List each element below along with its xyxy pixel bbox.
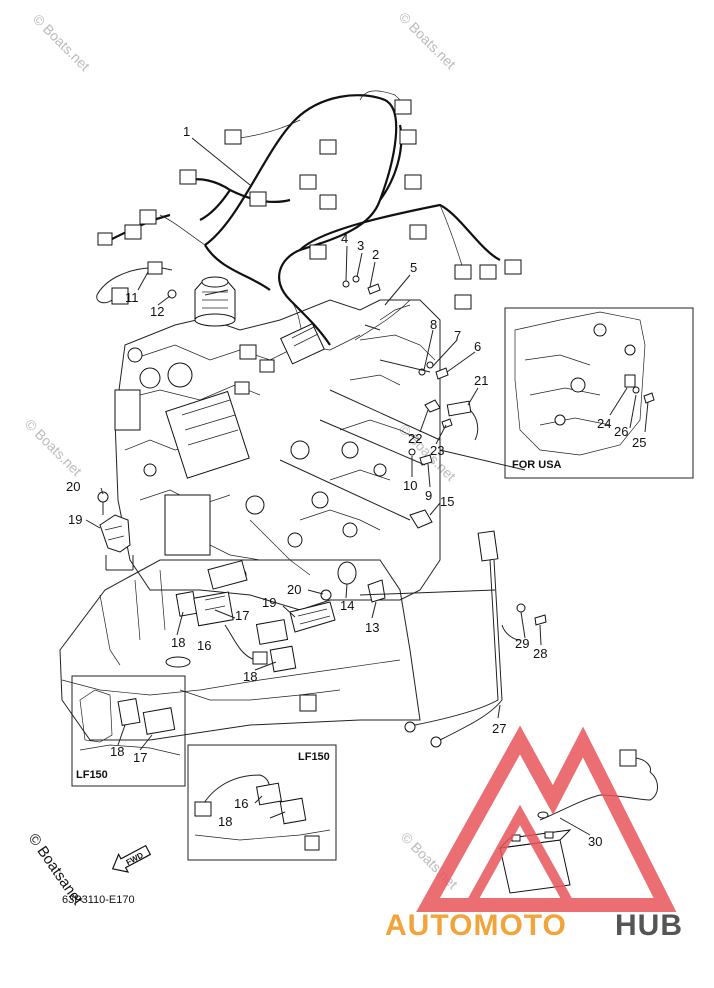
- callout-18b: 18: [243, 669, 257, 684]
- wire-harness-1: [97, 90, 522, 395]
- callout-1: 1: [183, 124, 190, 139]
- callout-27: 27: [492, 721, 506, 736]
- parts-13-14-19-20: [289, 561, 386, 633]
- bracket-19-left: [97, 491, 131, 553]
- callout-4: 4: [341, 231, 348, 246]
- callout-18c: 18: [110, 744, 124, 759]
- callout-5: 5: [410, 260, 417, 275]
- callout-6: 6: [474, 339, 481, 354]
- brand-left: AUTOMOTO: [385, 909, 567, 942]
- callout-25: 25: [632, 435, 646, 450]
- callout-10: 10: [403, 478, 417, 493]
- sensor-11: [96, 261, 173, 305]
- fwd-arrow-icon: FWD: [111, 844, 152, 873]
- copyright-vertical: © Boatsanet: [25, 831, 87, 909]
- sensor-21: [424, 399, 479, 441]
- brand-right: HUB: [615, 909, 683, 942]
- inset-for-usa: FOR USA: [504, 307, 694, 479]
- watermark-top-right: © Boats.net: [396, 9, 459, 72]
- callout-19b: 19: [262, 595, 276, 610]
- callout-23: 23: [430, 443, 444, 458]
- callout-19a: 19: [68, 512, 82, 527]
- sensor-15: [408, 448, 433, 529]
- callout-18a: 18: [171, 635, 185, 650]
- callout-13: 13: [365, 620, 379, 635]
- engine-block: [59, 276, 441, 741]
- callout-14: 14: [340, 598, 354, 613]
- callout-3: 3: [357, 238, 364, 253]
- callout-30: 30: [588, 834, 602, 849]
- callout-26: 26: [614, 424, 628, 439]
- for-usa-label: FOR USA: [512, 459, 562, 471]
- leader-lines: [85, 137, 542, 719]
- lf150-label-b: LF150: [298, 751, 330, 763]
- callout-7: 7: [454, 328, 461, 343]
- watermark-mid-left: © Boats.net: [22, 416, 85, 479]
- inset-lf150-b: LF150: [187, 744, 337, 861]
- bolts-right-top: [342, 275, 449, 380]
- watermark-top-left: © Boats.net: [30, 11, 93, 74]
- callout-20b: 20: [287, 582, 301, 597]
- battery-cable-27: [404, 530, 547, 748]
- callout-29: 29: [515, 636, 529, 651]
- lf150-label-a: LF150: [76, 769, 108, 781]
- callout-20a: 20: [66, 479, 80, 494]
- switch-group-center: [165, 591, 297, 673]
- callout-18d: 18: [218, 814, 232, 829]
- callout-2: 2: [372, 247, 379, 262]
- callout-16b: 16: [234, 796, 248, 811]
- callout-24: 24: [597, 416, 611, 431]
- callout-12: 12: [150, 304, 164, 319]
- callout-21: 21: [474, 373, 488, 388]
- callout-15: 15: [440, 494, 454, 509]
- callout-9: 9: [425, 488, 432, 503]
- callout-8: 8: [430, 317, 437, 332]
- callout-11: 11: [125, 290, 139, 305]
- callout-numbers: 1 2 3 4 5 6 7 8 9 10 11 12 13 14 15 16 1…: [66, 124, 646, 849]
- callout-22: 22: [408, 431, 422, 446]
- callout-17b: 17: [133, 750, 147, 765]
- callout-28: 28: [533, 646, 547, 661]
- callout-16a: 16: [197, 638, 211, 653]
- inset-lf150-a: LF150: [71, 675, 186, 787]
- diagram-code: 63P3110-E170: [62, 894, 135, 906]
- automotohub-logo: [416, 725, 677, 912]
- callout-17a: 17: [235, 608, 249, 623]
